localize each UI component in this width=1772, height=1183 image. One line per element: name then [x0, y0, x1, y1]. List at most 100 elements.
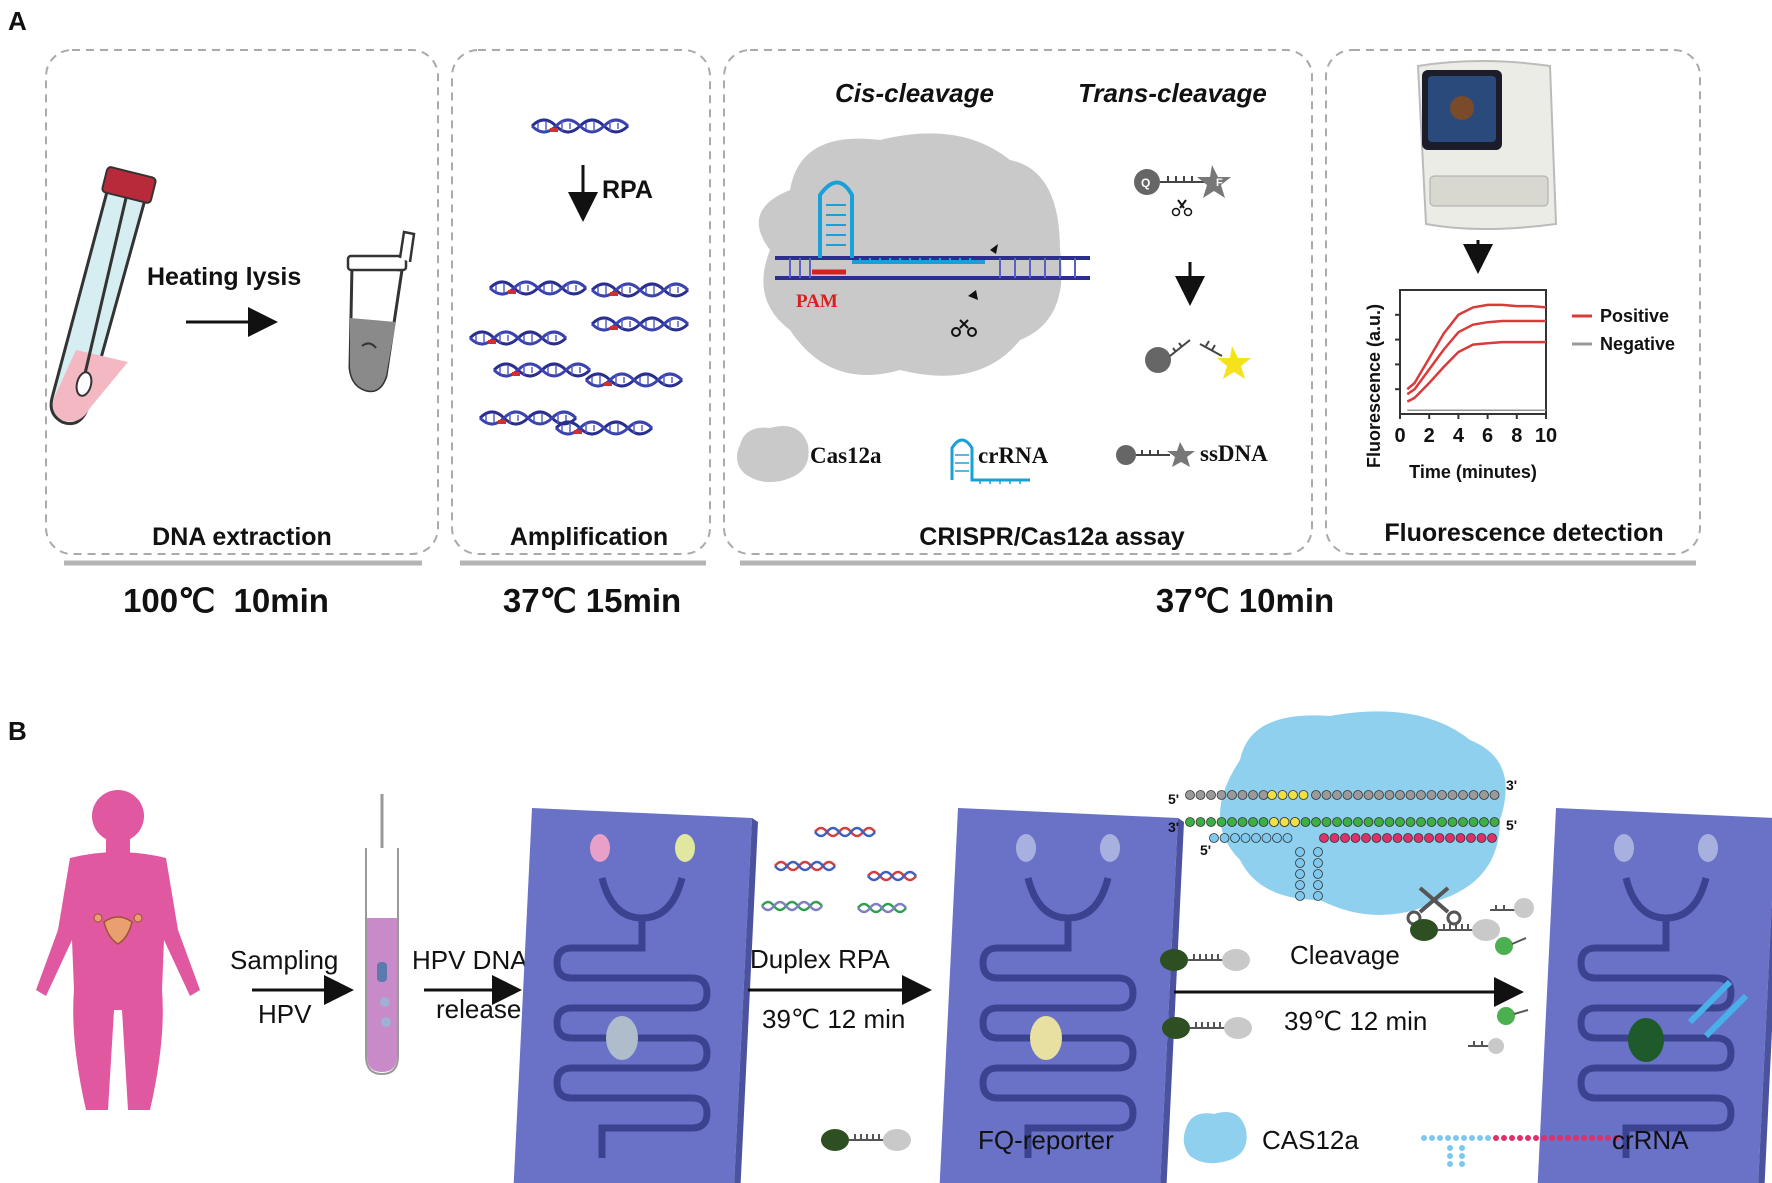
nucleotide-bead: [1219, 833, 1230, 843]
nucleotide-bead: [1395, 817, 1405, 827]
nucleotide-bead: [1447, 817, 1458, 827]
nucleotide-bead: [1350, 833, 1361, 843]
nucleotide-bead: [1237, 817, 1248, 827]
nucleotide-bead: [1227, 817, 1237, 827]
nucleotide-bead: [1405, 790, 1416, 800]
microfluidic-chip-1: [512, 808, 758, 1183]
nucleotide-bead: [1353, 817, 1363, 827]
step-title: Amplification: [510, 523, 668, 551]
chip2-inlet: [1100, 834, 1120, 862]
nucleotide-bead: [1311, 790, 1321, 800]
duplex-beads: [1185, 790, 1500, 901]
cas12a-legend-icon: [736, 426, 809, 483]
nucleotide-bead: [1426, 817, 1437, 827]
eppendorf-tube: [346, 230, 416, 393]
nucleotide-bead: [1313, 858, 1323, 868]
nucleotide-bead: [1282, 833, 1293, 843]
nucleotide-bead: [1468, 790, 1479, 800]
nucleotide-bead: [1313, 880, 1323, 890]
crrna-bead: [1461, 1135, 1467, 1141]
nucleotide-bead: [1424, 833, 1434, 843]
nucleotide-bead: [1313, 869, 1323, 879]
nucleotide-bead: [1300, 817, 1311, 827]
chart-plot-area: [1399, 289, 1547, 415]
nucleotide-bead: [1251, 833, 1261, 843]
crrna-bead: [1613, 1135, 1619, 1141]
legend-crrna-b: crRNA: [1612, 1125, 1689, 1155]
nucleotide-bead: [1487, 833, 1497, 843]
crrna-legend-icon: [950, 438, 1030, 484]
box-dna-extraction: [45, 49, 439, 555]
chip1-inlet-yellow: [675, 834, 695, 862]
rpa-label: RPA: [602, 176, 653, 204]
nucleotide-bead: [1206, 790, 1216, 800]
crrna-bead: [1469, 1135, 1475, 1141]
chip1-inlet-pink: [590, 834, 610, 862]
nucleotide-bead: [1311, 817, 1321, 827]
nucleotide-bead: [1468, 817, 1479, 827]
dna-strand: [468, 330, 568, 346]
nucleotide-bead: [1479, 817, 1489, 827]
crrna-bead: [1549, 1135, 1555, 1141]
reporter-cleaved: [1145, 339, 1251, 379]
nucleotide-bead: [1395, 790, 1405, 800]
cas12a-complex: [1220, 711, 1506, 915]
sample-tube: [49, 166, 157, 426]
chip3-inlet: [1614, 834, 1634, 862]
condition: 37℃ 15min: [503, 582, 681, 619]
cleaved-fragments: [1468, 898, 1534, 1054]
chart-xtick-label: 2: [1424, 425, 1435, 447]
hpv-label: HPV: [258, 999, 312, 1029]
crrna-bead: [1447, 1161, 1453, 1167]
crrna-bead: [1581, 1135, 1587, 1141]
reporter-intact: [1134, 165, 1231, 217]
fq-reporter: [1161, 1016, 1253, 1040]
dna-strand: [530, 118, 630, 134]
chip3-outlet-signal: [1628, 1018, 1664, 1062]
nucleotide-bead: [1185, 790, 1195, 800]
nucleotide-bead: [1458, 790, 1468, 800]
nucleotide-bead: [1413, 833, 1424, 843]
crrna-bead: [1517, 1135, 1523, 1141]
cis-complex: [775, 180, 1090, 337]
legend-positive: Positive: [1600, 306, 1669, 326]
nucleotide-bead: [1332, 790, 1342, 800]
crrna-bead: [1477, 1135, 1483, 1141]
nucleotide-bead: [1437, 790, 1447, 800]
nucleotide-bead: [1230, 833, 1240, 843]
chip1-outlet: [606, 1016, 638, 1060]
trans-cleavage-label: Trans-cleavage: [1078, 78, 1267, 108]
crrna-bead: [1447, 1145, 1453, 1151]
nucleotide-bead: [1332, 817, 1342, 827]
condition: 100℃ 10min: [123, 582, 329, 619]
nucleotide-bead: [1272, 833, 1282, 843]
amplicons: [761, 826, 917, 914]
nucleotide-bead: [1258, 817, 1269, 827]
hpv-dna-label: HPV DNA: [412, 945, 528, 975]
crrna-bead: [1447, 1153, 1453, 1159]
nucleotide-bead: [1340, 833, 1350, 843]
crrna-legend-icon-b: [1421, 1135, 1619, 1167]
nucleotide-bead: [1321, 790, 1332, 800]
chart-xtick-label: 4: [1453, 425, 1465, 447]
crrna-bead: [1533, 1135, 1539, 1141]
fq-reporter-legend-icon: [820, 1128, 912, 1152]
nucleotide-bead: [1445, 833, 1455, 843]
nucleotide-bead: [1437, 817, 1447, 827]
step-title: DNA extraction: [152, 523, 332, 551]
end-5-top: 5': [1168, 791, 1179, 807]
step-title: Fluorescence detection: [1384, 519, 1663, 547]
nucleotide-bead: [1458, 817, 1468, 827]
crrna-bead: [1493, 1135, 1499, 1141]
crrna-bead: [1429, 1135, 1435, 1141]
nucleotide-bead: [1267, 790, 1277, 800]
box-amplification: [451, 49, 711, 555]
chart-xtick-label: 10: [1535, 425, 1557, 447]
nucleotide-bead: [1329, 833, 1340, 843]
nucleotide-bead: [1248, 817, 1258, 827]
chart-xtick-label: 8: [1511, 425, 1522, 447]
nucleotide-bead: [1277, 790, 1288, 800]
nucleotide-bead: [1195, 790, 1206, 800]
